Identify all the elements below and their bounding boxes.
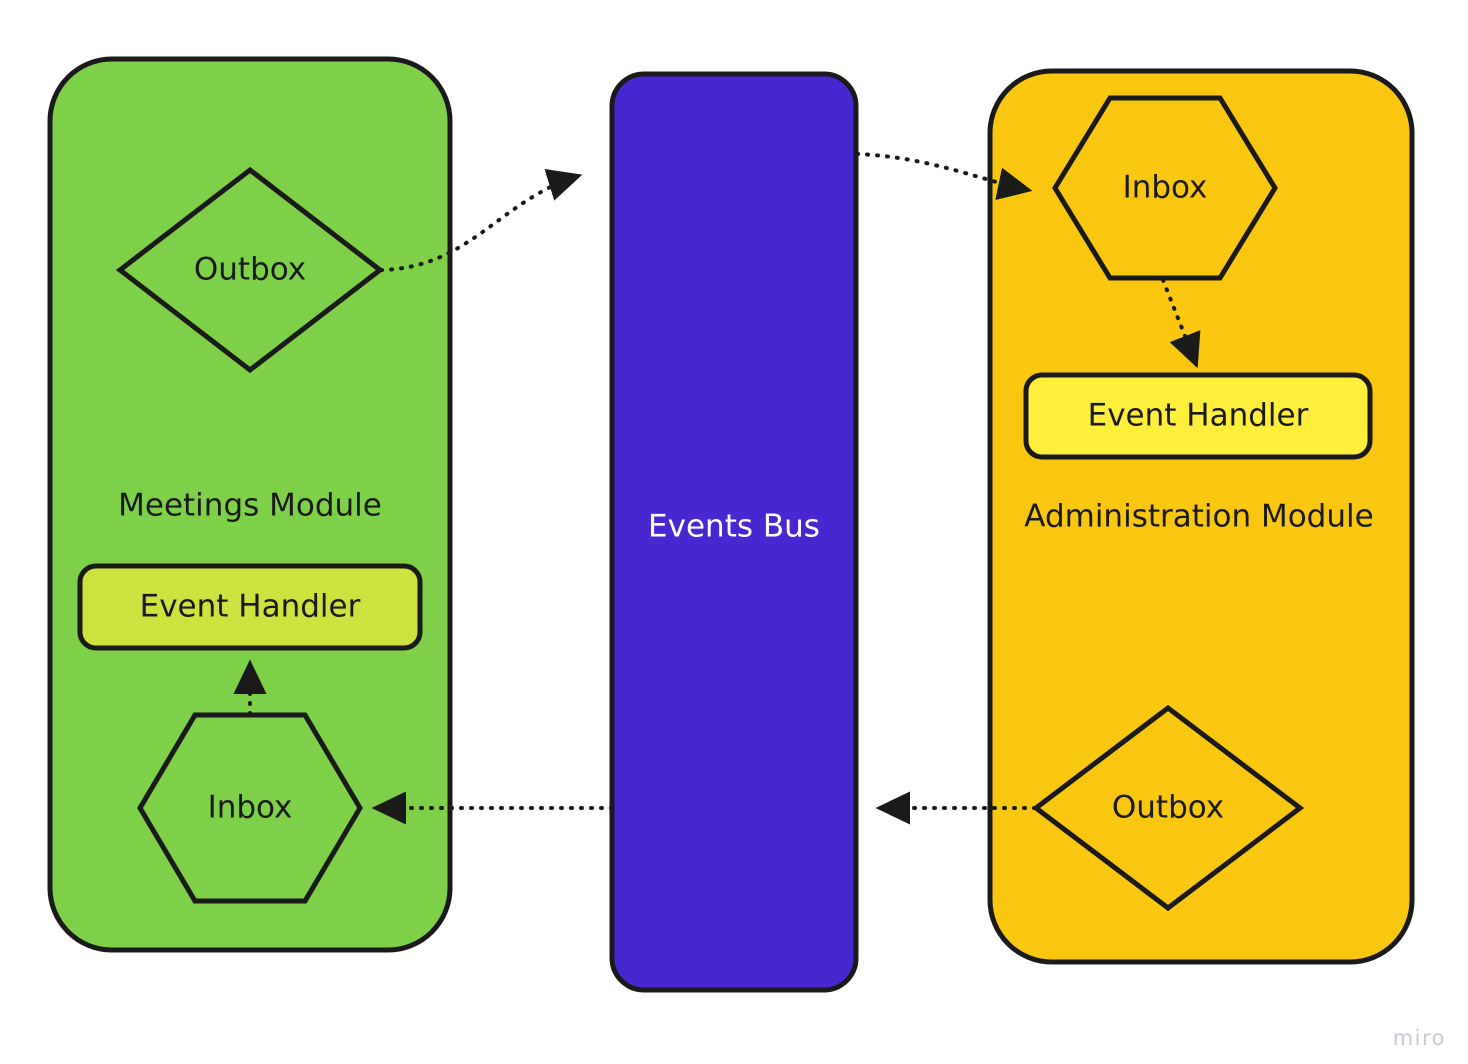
admin-inbox-shape[interactable] bbox=[1052, 95, 1278, 281]
module-administration-title: Administration Module bbox=[1024, 499, 1373, 535]
miro-watermark: miro bbox=[1392, 1026, 1446, 1050]
connector-meetings-outbox-to-bus bbox=[379, 169, 583, 272]
admin-outbox-shape[interactable] bbox=[1031, 704, 1305, 912]
meetings-inbox-label: Inbox bbox=[208, 790, 293, 826]
admin-event-handler-box[interactable] bbox=[1023, 372, 1373, 460]
admin-inbox-label: Inbox bbox=[1123, 170, 1208, 206]
module-administration-container[interactable] bbox=[987, 68, 1415, 965]
module-meetings-title: Meetings Module bbox=[118, 488, 382, 524]
admin-event-handler-label: Event Handler bbox=[1088, 398, 1309, 434]
events-bus-title: Events Bus bbox=[648, 509, 820, 545]
meetings-inbox-shape[interactable] bbox=[137, 712, 363, 904]
admin-outbox-label: Outbox bbox=[1112, 790, 1224, 826]
meetings-event-handler-box[interactable] bbox=[77, 563, 423, 651]
events-bus-container[interactable] bbox=[609, 71, 859, 993]
meetings-outbox-shape[interactable] bbox=[115, 166, 385, 374]
meetings-outbox-label: Outbox bbox=[194, 252, 306, 288]
meetings-event-handler-label: Event Handler bbox=[140, 589, 361, 625]
